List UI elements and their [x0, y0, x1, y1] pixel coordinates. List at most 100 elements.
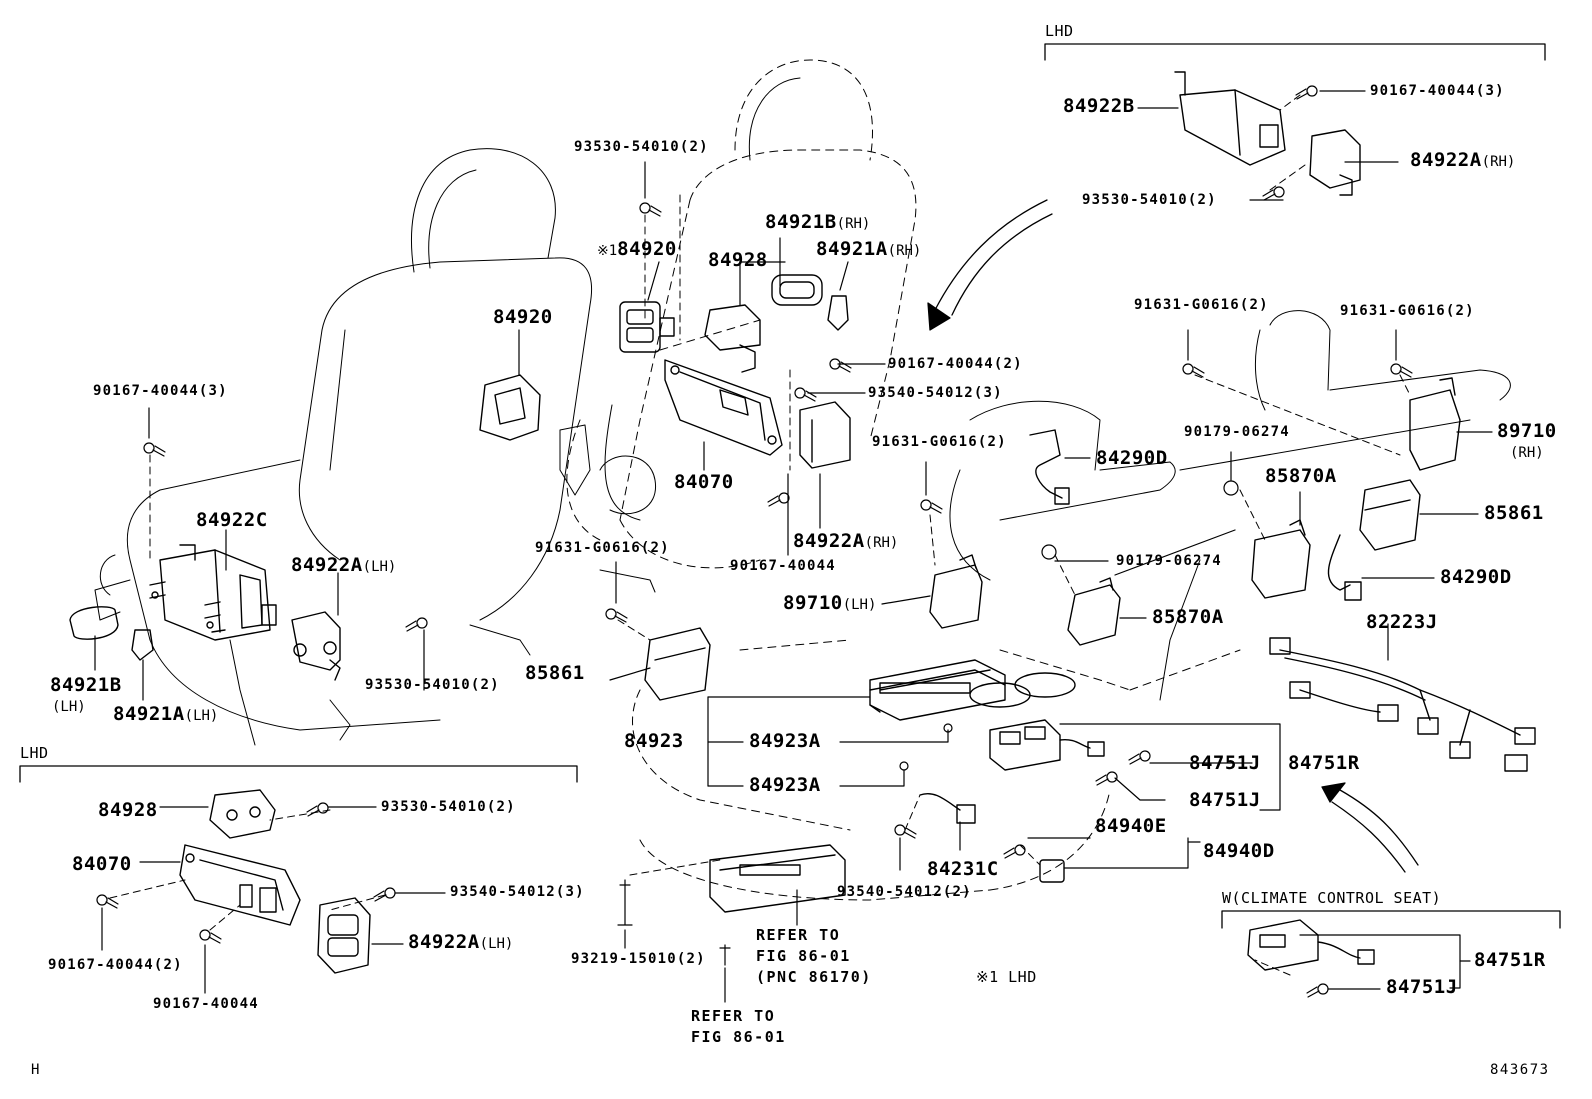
part-label-91631-left[interactable]: 91631-G0616(2) — [535, 540, 670, 556]
part-label-85861-right[interactable]: 85861 — [1484, 502, 1544, 524]
part-label-84921A-lh[interactable]: 84921A(LH) — [113, 703, 219, 725]
middle-seat-outline — [566, 59, 917, 569]
wire-harness-82223J — [1269, 637, 1536, 772]
middle-seat-solid — [559, 77, 801, 521]
part-label-84751J-climate[interactable]: 84751J — [1386, 976, 1458, 998]
lhd-bottom-frame — [19, 765, 578, 783]
part-label-90167-2-bot[interactable]: 90167-40044(2) — [48, 957, 183, 973]
part-label-84940D[interactable]: 84940D — [1203, 840, 1275, 862]
section-label-lhd-bottom: LHD — [20, 744, 49, 762]
part-label-84921B-lh-suffix: (LH) — [52, 699, 86, 715]
refer-note-pnc[interactable]: REFER TO FIG 86-01 (PNC 86170) — [756, 926, 872, 986]
part-label-82223J[interactable]: 82223J — [1366, 611, 1438, 633]
module-84922B — [1174, 71, 1286, 166]
part-label-84751R[interactable]: 84751R — [1288, 752, 1360, 774]
part-label-93530-top[interactable]: 93530-54010(2) — [1082, 192, 1217, 208]
part-label-84922B[interactable]: 84922B — [1063, 95, 1135, 117]
part-label-93219[interactable]: 93219-15010(2) — [571, 951, 706, 967]
part-label-84922A-lh-left[interactable]: 84922A(LH) — [291, 554, 397, 576]
part-label-93530-mid[interactable]: 93530-54010(2) — [574, 139, 709, 155]
part-label-84070-mid[interactable]: 84070 — [674, 471, 734, 493]
long-screws — [617, 879, 731, 966]
part-label-84922A-rh-mid[interactable]: 84922A(RH) — [793, 530, 899, 552]
part-label-84751R-climate[interactable]: 84751R — [1474, 949, 1546, 971]
part-label-91631-r2[interactable]: 91631-G0616(2) — [1340, 303, 1475, 319]
climate-switch-84751R — [1247, 919, 1375, 971]
part-label-84923A-1[interactable]: 84923A — [749, 730, 821, 752]
module-85861-right — [1359, 479, 1421, 551]
part-label-84940E[interactable]: 84940E — [1095, 815, 1167, 837]
module-84922A-rh-top — [1309, 129, 1361, 196]
part-label-84290D-upper[interactable]: 84290D — [1096, 447, 1168, 469]
module-84928-middle — [704, 304, 761, 373]
part-label-84922A-lh-bot[interactable]: 84922A(LH) — [408, 931, 514, 953]
leader-lines — [94, 90, 1493, 1003]
part-label-85861-left[interactable]: 85861 — [525, 662, 585, 684]
part-label-93540-2[interactable]: 93540-54012(2) — [837, 884, 972, 900]
part-label-89710-lh[interactable]: 89710(LH) — [783, 592, 877, 614]
part-label-84231C[interactable]: 84231C — [927, 858, 999, 880]
part-label-90167-2-mid[interactable]: 90167-40044(2) — [888, 356, 1023, 372]
part-label-90179-upper[interactable]: 90179-06274 — [1184, 424, 1290, 440]
lhd-top-frame — [1044, 43, 1546, 61]
module-84922A-lh-bottom — [317, 897, 371, 974]
module-89710-rh — [1409, 377, 1461, 471]
part-label-84921B-rh[interactable]: 84921B(RH) — [765, 211, 871, 233]
part-label-85870A-lower[interactable]: 85870A — [1152, 606, 1224, 628]
part-label-90179-lower[interactable]: 90179-06274 — [1116, 553, 1222, 569]
part-label-93530-bot[interactable]: 93530-54010(2) — [381, 799, 516, 815]
screws — [96, 85, 1413, 998]
diagram-number: 843673 — [1490, 1062, 1550, 1078]
part-label-89710-rh[interactable]: 89710 — [1497, 420, 1557, 442]
module-84928-bottom — [209, 789, 276, 839]
console-84923 — [869, 659, 1076, 721]
switch-84940D — [1039, 859, 1065, 883]
part-label-84921A-rh[interactable]: 84921A(RH) — [816, 238, 922, 260]
part-label-84751J-2[interactable]: 84751J — [1189, 789, 1261, 811]
part-label-84920-left[interactable]: 84920 — [493, 306, 553, 328]
part-label-84922A-rh-top[interactable]: 84922A(RH) — [1410, 149, 1516, 171]
lhd-mark: ※1 — [597, 243, 618, 259]
part-label-84928-mid[interactable]: 84928 — [708, 249, 768, 271]
part-label-84923[interactable]: 84923 — [624, 730, 684, 752]
harness-84290D-lower — [1327, 534, 1362, 601]
part-label-93540-3-mid[interactable]: 93540-54012(3) — [868, 385, 1003, 401]
knob-84921B-lh — [69, 606, 119, 640]
part-label-93530-lower[interactable]: 93530-54010(2) — [365, 677, 500, 693]
part-label-90167-3-left[interactable]: 90167-40044(3) — [93, 383, 228, 399]
part-label-85870A-upper[interactable]: 85870A — [1265, 465, 1337, 487]
part-label-84751J-1[interactable]: 84751J — [1189, 752, 1261, 774]
connector-84231C — [919, 793, 976, 824]
lhd-footnote: ※1 LHD — [976, 968, 1037, 986]
cover-84921B-rh — [771, 274, 823, 306]
rear-seats-outline — [949, 310, 1511, 701]
bracket-84070-bottom — [179, 844, 301, 926]
dashed-connectors — [109, 94, 1411, 976]
part-label-90167-bot[interactable]: 90167-40044 — [153, 996, 259, 1012]
footer-code-left: H — [31, 1062, 41, 1078]
switch-84920-left — [479, 374, 541, 441]
part-label-84920-mid[interactable]: ※184920 — [597, 238, 677, 260]
part-label-84070-bot[interactable]: 84070 — [72, 853, 132, 875]
part-label-84290D-lower[interactable]: 84290D — [1440, 566, 1512, 588]
switch-84922C — [149, 544, 277, 641]
module-84922A-lh-left — [291, 611, 341, 681]
section-label-climate: W(CLIMATE CONTROL SEAT) — [1222, 889, 1442, 907]
large-arrow-lower — [1321, 782, 1419, 873]
module-84922A-rh-middle — [799, 401, 851, 469]
part-label-91631-r1[interactable]: 91631-G0616(2) — [1134, 297, 1269, 313]
refer-note-fig[interactable]: REFER TO FIG 86-01 — [691, 1007, 786, 1046]
part-label-91631-mid[interactable]: 91631-G0616(2) — [872, 434, 1007, 450]
part-label-84922C[interactable]: 84922C — [196, 509, 268, 531]
module-85870A-upper — [1251, 519, 1311, 599]
part-label-90167-mid[interactable]: 90167-40044 — [730, 558, 836, 574]
part-label-84923A-2[interactable]: 84923A — [749, 774, 821, 796]
part-label-93540-3-bot[interactable]: 93540-54012(3) — [450, 884, 585, 900]
section-label-lhd-top: LHD — [1045, 22, 1074, 40]
bracket-84070-middle — [664, 359, 783, 456]
part-label-90167-3-top[interactable]: 90167-40044(3) — [1370, 83, 1505, 99]
part-label-84928-bot[interactable]: 84928 — [98, 799, 158, 821]
part-label-84921B-lh[interactable]: 84921B — [50, 674, 122, 696]
